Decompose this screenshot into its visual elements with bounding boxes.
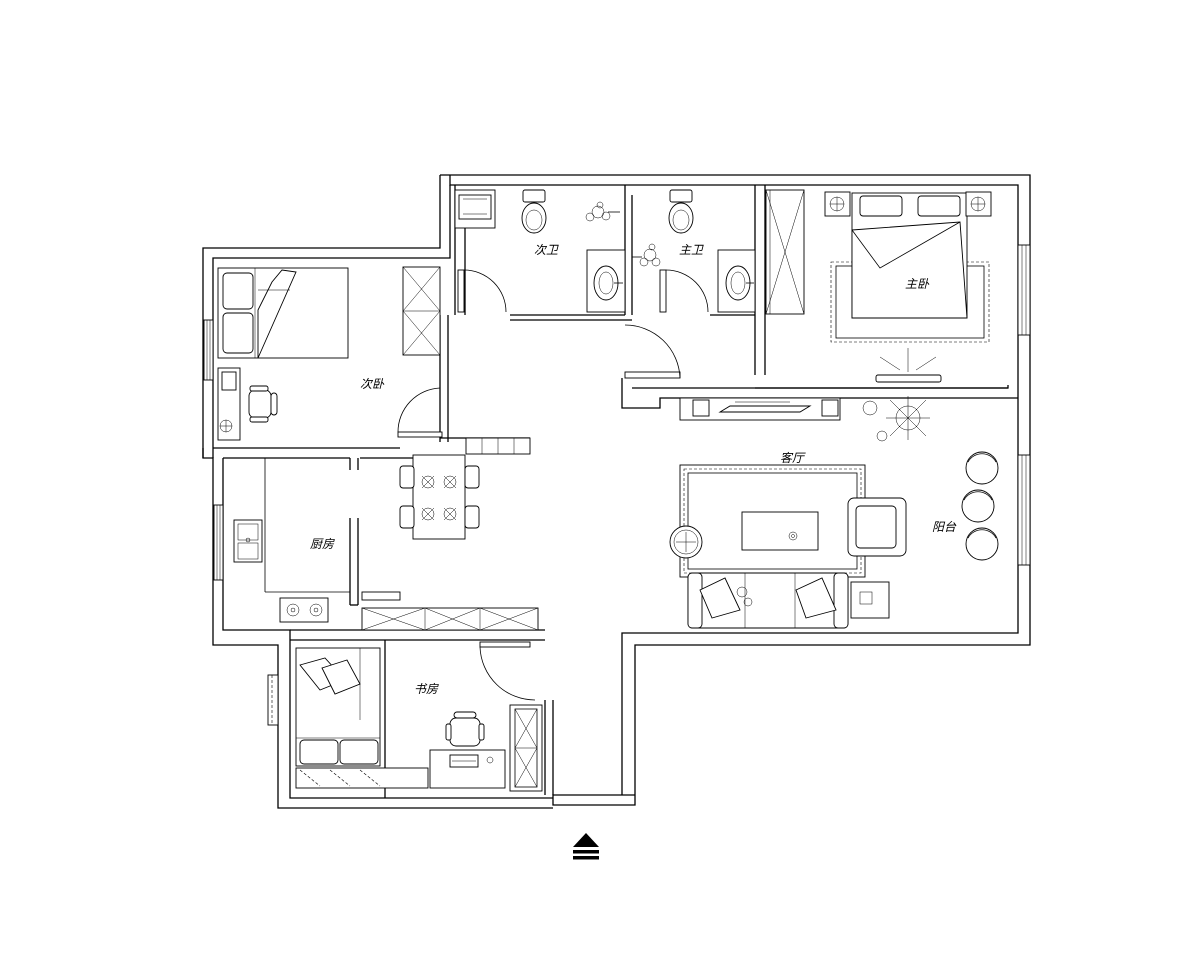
floor-lamp-icon [669,525,703,559]
bookshelf-icon [509,704,543,792]
sink-icon [233,519,263,563]
nightstand-icon [965,191,992,217]
doors [397,269,709,701]
bed-icon [851,192,968,319]
dining-table-icon [399,454,480,540]
wardrobe-icon [765,189,805,315]
room-label-study: 书房 [414,682,439,696]
room-label-living-room: 客厅 [780,451,806,465]
kitchen: 厨房 [233,437,539,631]
windows [203,244,1031,726]
door-second-bedroom [397,387,443,438]
room-label-balcony: 阳台 [932,520,957,534]
door-second-bath [457,269,507,313]
bed-icon [295,647,381,767]
door-study [479,641,536,701]
counter-cabinets [361,591,539,631]
room-label-master-bedroom: 主卧 [905,277,930,291]
second-bedroom: 次卧 [217,266,441,441]
balcony: 阳台 [932,451,999,561]
living-room: 客厅 [669,396,930,629]
sink-icon [725,265,754,301]
desk-icon [429,749,506,789]
master-bedroom: 主卧 [765,189,992,383]
room-label-kitchen: 厨房 [310,537,335,551]
toilet-icon [521,189,547,234]
tv-cabinet-icon [679,397,841,421]
chair-icon [445,711,485,747]
chair-icon [248,385,278,423]
sofa-icon [687,572,849,629]
plant-icon [862,396,930,442]
coffee-table-icon [741,511,819,551]
stove-icon [279,597,329,623]
eject-arrow-icon [573,833,599,860]
armchair-icon [847,497,907,557]
upper-cabinet [465,437,531,455]
wardrobe-icon [402,266,441,356]
lounge-chair-icon [961,451,999,561]
room-label-second-bath: 次卫 [534,243,559,257]
side-table-icon [850,581,890,619]
door-master-bath [659,269,709,313]
master-bathroom: 主卫 [632,189,756,313]
room-label-master-bath: 主卫 [679,243,704,257]
second-bathroom: 次卫 [454,189,626,313]
bench-icon [295,767,429,789]
shower-icon [632,243,661,267]
door-hallway [624,324,681,379]
nightstand-icon [824,191,851,217]
study: 书房 [295,647,543,792]
shower-icon [585,201,620,222]
bed-icon [217,267,349,359]
desk-icon [217,367,241,441]
toilet-icon [668,189,694,234]
sink-icon [593,265,623,301]
room-label-second-bedroom: 次卧 [360,377,385,391]
tv-stand-icon [875,348,942,383]
